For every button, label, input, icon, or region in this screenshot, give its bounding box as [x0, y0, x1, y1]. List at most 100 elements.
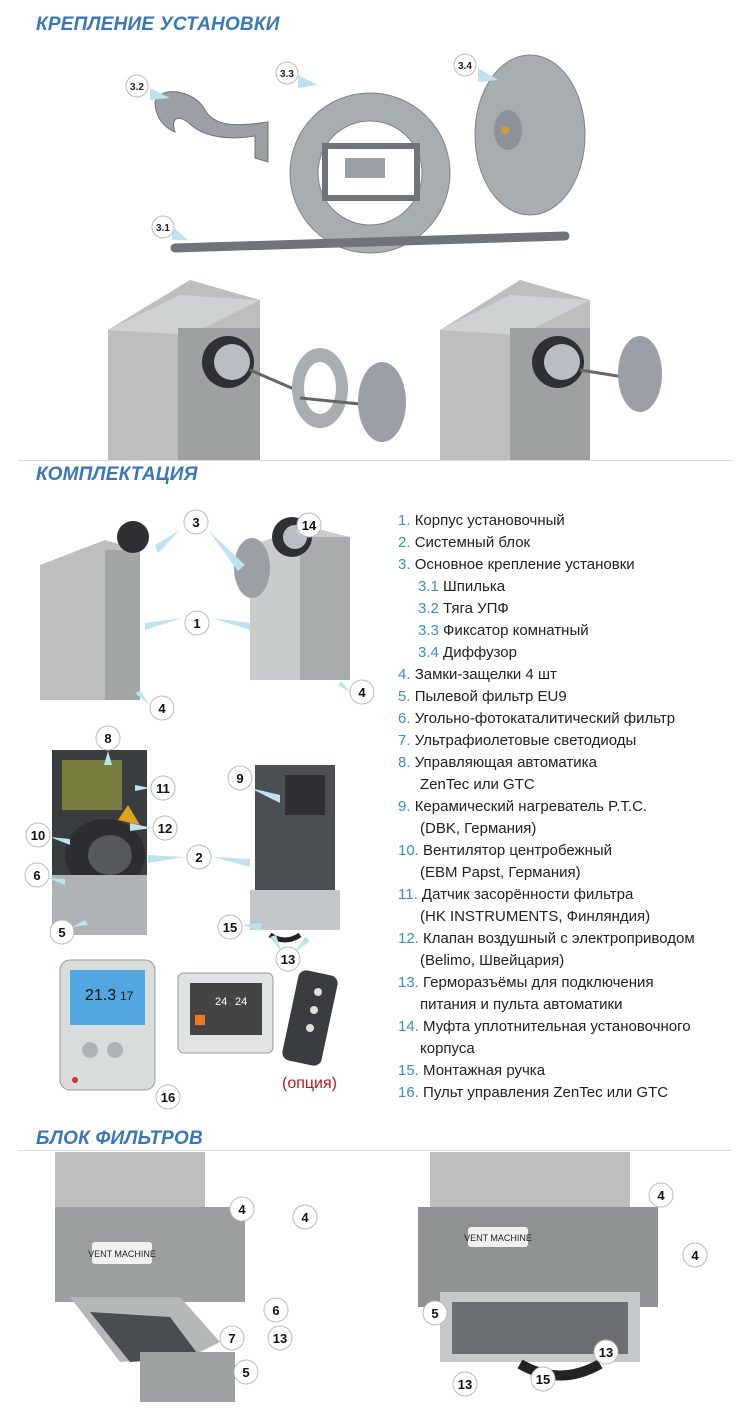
- svg-text:2: 2: [195, 850, 202, 865]
- svg-text:24: 24: [215, 996, 227, 1008]
- callout-5: 5: [49, 919, 88, 945]
- kit-list-continuation: (Belimo, Швейцария): [398, 950, 738, 972]
- separator: [18, 460, 732, 461]
- rod-part: [170, 231, 570, 253]
- kit-list-text: Пылевой фильтр EU9: [414, 688, 567, 705]
- callout-13: 13: [270, 935, 310, 972]
- svg-text:1: 1: [193, 616, 200, 631]
- section-title-mounting: КРЕПЛЕНИЕ УСТАНОВКИ: [36, 14, 280, 35]
- svg-text:5: 5: [58, 925, 65, 940]
- kit-list-text: корпуса: [420, 1040, 475, 1057]
- svg-text:13: 13: [273, 1331, 287, 1346]
- callout-16: 16: [155, 1084, 181, 1110]
- kit-list-text: Системный блок: [414, 534, 531, 551]
- kit-list-number: 6.: [398, 710, 411, 727]
- callout-10: 10: [25, 822, 70, 848]
- callout-12: 12: [130, 815, 178, 841]
- svg-text:8: 8: [104, 731, 111, 746]
- svg-text:4: 4: [158, 701, 166, 716]
- kit-list-item: 3.4 Диффузор: [398, 642, 738, 664]
- option-label: (опция): [282, 1075, 337, 1092]
- svg-text:16: 16: [161, 1090, 175, 1105]
- callout-14: 14: [296, 512, 322, 538]
- svg-text:6: 6: [272, 1303, 279, 1318]
- svg-text:3: 3: [192, 515, 199, 530]
- filter-callout-13-b: 13: [593, 1339, 619, 1365]
- kit-list-text: Замки-защелки 4 шт: [414, 666, 557, 683]
- svg-text:15: 15: [223, 920, 237, 935]
- svg-text:9: 9: [236, 771, 243, 786]
- svg-text:17: 17: [120, 989, 134, 1003]
- kit-list-text: Монтажная ручка: [423, 1062, 546, 1079]
- filter-callout-5-b: 5: [422, 1300, 448, 1326]
- svg-text:11: 11: [156, 781, 170, 796]
- section-title-filters: БЛОК ФИЛЬТРОВ: [36, 1128, 203, 1149]
- svg-text:4: 4: [238, 1202, 246, 1217]
- svg-text:24: 24: [235, 996, 247, 1008]
- callout-8: 8: [95, 725, 121, 765]
- kit-list-text: Управляющая автоматика: [414, 754, 597, 771]
- svg-text:10: 10: [31, 828, 45, 843]
- callout-1: 1: [145, 610, 250, 636]
- kit-list-number: 4.: [398, 666, 411, 683]
- kit-list-number: 3.3: [418, 622, 439, 639]
- kit-list-number: 15.: [398, 1062, 419, 1079]
- svg-text:VENT MACHINE: VENT MACHINE: [88, 1249, 156, 1259]
- callout-6: 6: [24, 862, 65, 888]
- kit-list-item: 15. Монтажная ручка: [398, 1060, 738, 1082]
- kit-list-item: 6. Угольно-фотокаталитический фильтр: [398, 708, 738, 730]
- kit-list-text: Основное крепление установки: [414, 556, 635, 573]
- filter-callout-4-b: 4: [292, 1204, 318, 1230]
- kit-list-text: (EBM Papst, Германия): [420, 864, 581, 881]
- kit-list-text: ZenTec или GTC: [420, 776, 535, 793]
- kit-list-number: 12.: [398, 930, 419, 947]
- kit-list-continuation: (DBK, Германия): [398, 818, 738, 840]
- kit-list-text: (Belimo, Швейцария): [420, 952, 565, 969]
- kit-list-item: 11. Датчик засорённости фильтра: [398, 884, 738, 906]
- svg-text:3.3: 3.3: [280, 69, 294, 80]
- callout-15: 15: [217, 914, 262, 940]
- kit-list-text: Керамический нагреватель P.T.C.: [414, 798, 648, 815]
- kit-list-continuation: питания и пульта автоматики: [398, 994, 738, 1016]
- svg-text:VENT MACHINE: VENT MACHINE: [464, 1233, 532, 1243]
- kit-list-number: 16.: [398, 1084, 419, 1101]
- mounting-label-3-3: 3.3: [275, 61, 318, 88]
- kit-list-text: Фиксатор комнатный: [443, 622, 589, 639]
- kit-list-item: 3.3 Фиксатор комнатный: [398, 620, 738, 642]
- kit-list-text: Пульт управления ZenTec или GTC: [423, 1084, 669, 1101]
- diffuser-part: [474, 54, 586, 216]
- kit-list-text: Клапан воздушный с электроприводом: [423, 930, 695, 947]
- kit-list-text: Муфта уплотнительная установочного: [423, 1018, 691, 1035]
- mounting-label-3-1: 3.1: [151, 215, 188, 240]
- hook-part: [154, 91, 269, 163]
- kit-list-item: 16. Пульт управления ZenTec или GTC: [398, 1082, 738, 1104]
- svg-text:13: 13: [458, 1377, 472, 1392]
- kit-list-text: Ультрафиолетовые светодиоды: [414, 732, 637, 749]
- kit-list-item: 2. Системный блок: [398, 532, 738, 554]
- kit-illustration: 21.3 17 24 24 3 14 1 4 4 8: [24, 509, 375, 1110]
- kit-list-item: 7. Ультрафиолетовые светодиоды: [398, 730, 738, 752]
- callout-9: 9: [227, 765, 280, 803]
- svg-text:4: 4: [358, 685, 366, 700]
- kit-list-item: 14. Муфта уплотнительная установочного: [398, 1016, 738, 1038]
- kit-list-text: Диффузор: [443, 644, 517, 661]
- section-title-kit: КОМПЛЕКТАЦИЯ: [36, 464, 198, 485]
- kit-list-continuation: (EBM Papst, Германия): [398, 862, 738, 884]
- callout-11: 11: [135, 775, 176, 801]
- kit-list-number: 14.: [398, 1018, 419, 1035]
- filter-callout-4-a: 4: [229, 1196, 255, 1222]
- svg-text:4: 4: [691, 1248, 699, 1263]
- kit-list-continuation: корпуса: [398, 1038, 738, 1060]
- svg-text:6: 6: [33, 868, 40, 883]
- kit-list-continuation: ZenTec или GTC: [398, 774, 738, 796]
- kit-list-item: 3.2 Тяга УПФ: [398, 598, 738, 620]
- svg-text:13: 13: [281, 952, 295, 967]
- kit-list-item: 8. Управляющая автоматика: [398, 752, 738, 774]
- kit-list-number: 2.: [398, 534, 411, 551]
- kit-list-number: 10.: [398, 842, 419, 859]
- kit-list-item: 3. Основное крепление установки: [398, 554, 738, 576]
- svg-text:3.2: 3.2: [130, 82, 144, 93]
- svg-text:3.4: 3.4: [458, 61, 472, 72]
- ring-fixator-part: [289, 92, 451, 254]
